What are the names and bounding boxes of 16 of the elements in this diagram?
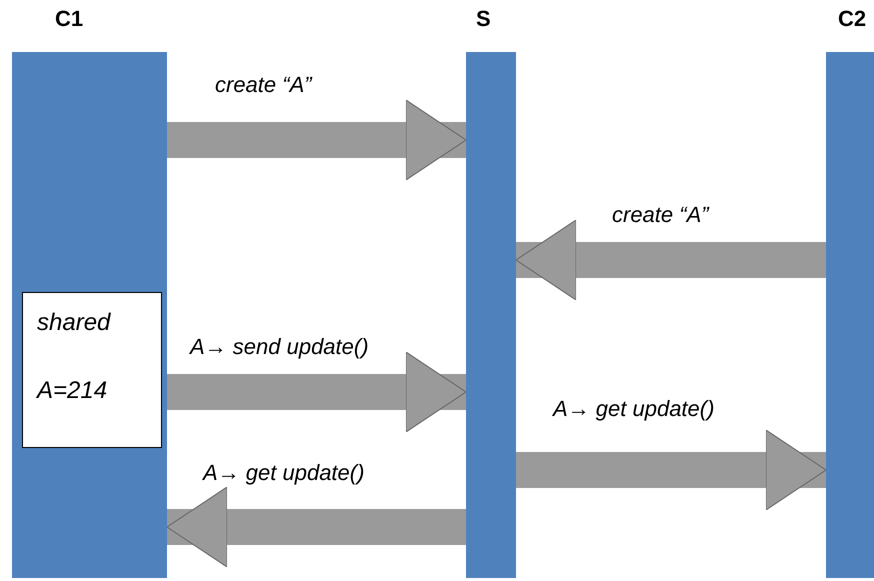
edge-label: A→ get update() (553, 396, 714, 422)
edge-label: create “A” (612, 202, 709, 228)
block-arrow (516, 430, 826, 510)
edge-label: A→ get update() (203, 460, 364, 486)
edge-label: create “A” (215, 72, 312, 98)
lane-title: C1 (55, 6, 84, 32)
variable-box (22, 292, 162, 448)
block-arrow (167, 352, 466, 432)
block-arrow (167, 100, 466, 180)
lane-title: S (476, 6, 491, 32)
variable-value: A=214 (37, 377, 108, 405)
box-title: shared (37, 309, 110, 337)
lane-title: C2 (838, 6, 866, 32)
block-arrow (166, 486, 466, 568)
edge-label: A→ send update() (190, 334, 369, 360)
block-arrow (516, 220, 826, 300)
